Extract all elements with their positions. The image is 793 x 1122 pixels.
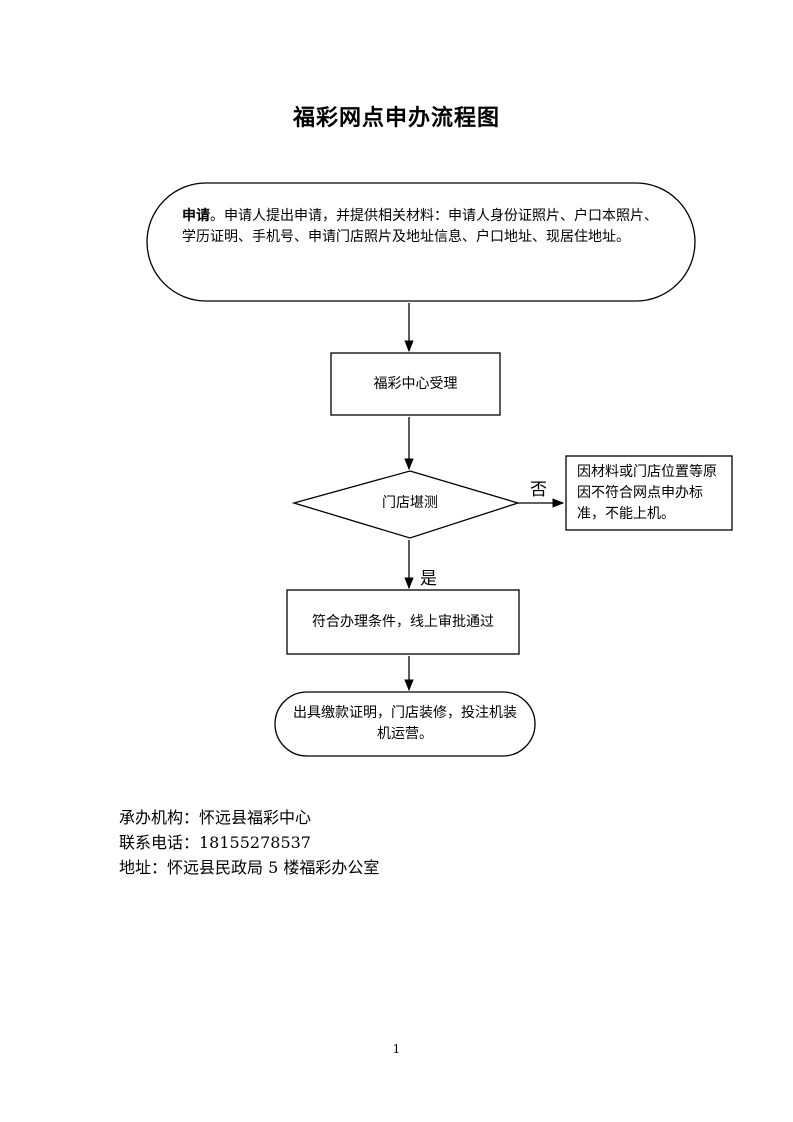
apply-node-heading: 申请 [182, 208, 210, 224]
reject-node-shape [565, 455, 733, 531]
accept-node-text: 福彩中心受理 [373, 375, 458, 392]
edge-label-yes: 是 [420, 569, 437, 589]
apply-node-separator: 。 [210, 208, 224, 224]
accept-node-shape [330, 352, 501, 416]
apply-node-text: 申请。申请人提出申请，并提供相关材料：申请人身份证照片、户口本照片、学历证明、手… [182, 206, 670, 248]
finish-node-shape [274, 691, 536, 757]
page-number: 1 [392, 1042, 401, 1056]
apply-node-body: 申请人提出申请，并提供相关材料：申请人身份证照片、户口本照片、学历证明、手机号、… [182, 208, 658, 245]
footer-phone: 联系电话：18155278537 [119, 833, 311, 852]
finish-node-text: 出具缴款证明，门店装修，投注机装机运营。 [293, 705, 517, 742]
survey-node-shape [291, 470, 521, 539]
reject-node-text: 因材料或门店位置等原因不符合网点申办标准，不能上机。 [577, 464, 717, 522]
approve-node-text: 符合办理条件，线上审批通过 [312, 613, 494, 630]
approve-node-shape [286, 589, 520, 655]
footer-org: 承办机构：怀远县福彩中心 [119, 808, 312, 827]
page-title: 福彩网点申办流程图 [292, 105, 500, 131]
survey-node-text: 门店堪测 [382, 494, 438, 511]
footer-address: 地址：怀远县民政局 5 楼福彩办公室 [119, 858, 380, 877]
apply-node-shape [146, 182, 696, 302]
edge-label-no: 否 [530, 480, 547, 500]
